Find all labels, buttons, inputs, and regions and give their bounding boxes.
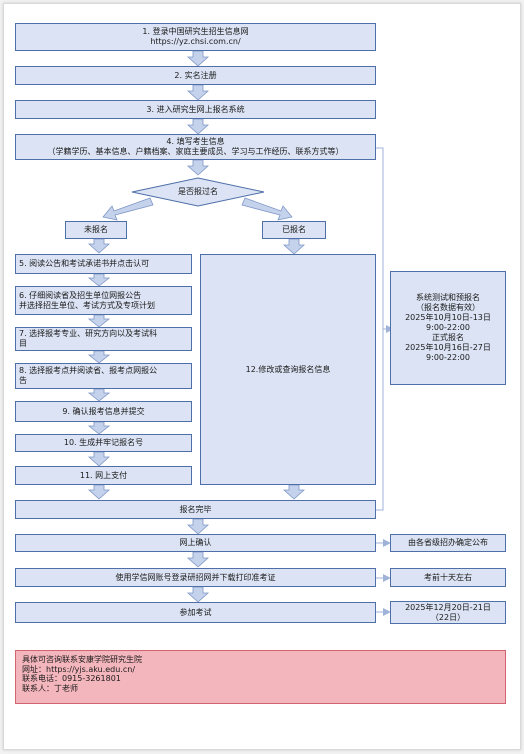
print-ticket-box: 使用学信网账号登录研招网并下载打印准考证 — [15, 568, 376, 587]
step-7-select-major: 7. 选择报考专业、研究方向以及考试科 目 — [15, 327, 192, 351]
confirm-note-box: 由各省级招办确定公布 — [390, 534, 506, 552]
done-label: 报名完毕 — [179, 504, 212, 514]
step-7-label: 7. 选择报考专业、研究方向以及考试科 — [19, 329, 158, 338]
step-2-register: 2. 实名注册 — [15, 66, 376, 85]
contact-website: 网址：https://yjs.aku.edu.cn/ — [22, 664, 136, 674]
schedule-formal-title: 正式报名 — [432, 333, 464, 342]
exam-date-box: 2025年12月20日-21日 （22日） — [390, 601, 506, 624]
exam-label: 参加考试 — [179, 607, 212, 617]
confirm-note-label: 由各省级招办确定公布 — [408, 538, 488, 547]
schedule-pre-title: 系统测试和预报名 — [416, 293, 480, 302]
step-11-payment: 11. 网上支付 — [15, 466, 192, 485]
ticket-note-label: 考前十天左右 — [424, 572, 472, 582]
ticket-note-box: 考前十天左右 — [390, 568, 506, 587]
done-box: 报名完毕 — [15, 500, 376, 519]
step-8-label: 8. 选择报考点并阅读省、报考点网报公 — [19, 366, 158, 375]
contact-title: 具体可咨询联系安康学院研究生院 — [22, 655, 142, 664]
step-1-login: 1. 登录中国研究生招生信息网 https://yz.chsi.com.cn/ — [15, 23, 376, 51]
step-5-label: 5. 阅读公告和考试承诺书并点击认可 — [19, 259, 150, 268]
online-confirm-label: 网上确认 — [179, 538, 212, 547]
schedule-box: 系统测试和预报名 （报名数据有效） 2025年10月10日-13日 9:00-2… — [390, 271, 506, 385]
step-1-url: https://yz.chsi.com.cn/ — [150, 37, 241, 46]
step-3-label: 3. 进入研究生网上报名系统 — [146, 104, 245, 114]
step-4-detail: （学籍学历、基本信息、户籍档案、家庭主要成员、学习与工作经历、联系方式等） — [47, 147, 344, 156]
decision-diamond — [131, 177, 265, 207]
contact-person: 联系人：丁老师 — [22, 683, 78, 693]
step-11-label: 11. 网上支付 — [79, 470, 128, 480]
print-ticket-label: 使用学信网账号登录研招网并下载打印准考证 — [115, 572, 276, 582]
step-6-select-unit: 6. 仔细阅读省及招生单位网报公告 并选择招生单位、考试方式及专项计划 — [15, 286, 192, 315]
step-9-label: 9. 确认报考信息并提交 — [62, 406, 145, 416]
schedule-formal-dates: 2025年10月16日-27日 — [405, 343, 491, 352]
exam-date-label: 2025年12月20日-21日 — [405, 602, 491, 612]
step-1-label: 1. 登录中国研究生招生信息网 — [142, 27, 249, 36]
step-7-detail: 目 — [19, 339, 27, 348]
step-2-label: 2. 实名注册 — [174, 70, 217, 80]
decision-label: 是否报过名 — [178, 187, 218, 196]
step-8-detail: 告 — [19, 376, 27, 385]
step-5-read-notice: 5. 阅读公告和考试承诺书并点击认可 — [15, 254, 192, 274]
step-8-select-site: 8. 选择报考点并阅读省、报考点网报公 告 — [15, 363, 192, 389]
step-6-detail: 并选择招生单位、考试方式及专项计划 — [19, 300, 155, 310]
schedule-pre-note: （报名数据有效） — [416, 303, 480, 312]
schedule-formal-time: 9:00-22:00 — [426, 353, 470, 362]
registered-label: 已报名 — [282, 225, 306, 234]
step-6-label: 6. 仔细阅读省及招生单位网报公告 — [19, 290, 142, 300]
contact-box: 具体可咨询联系安康学院研究生院 网址：https://yjs.aku.edu.c… — [15, 650, 506, 704]
online-confirm-box: 网上确认 — [15, 534, 376, 552]
schedule-pre-time: 9:00-22:00 — [426, 323, 470, 332]
not-registered-label: 未报名 — [84, 225, 108, 234]
step-10-reg-number: 10. 生成并牢记报名号 — [15, 434, 192, 452]
step-12-modify-query: 12.修改或查询报名信息 — [200, 254, 376, 485]
exam-box: 参加考试 — [15, 602, 376, 623]
schedule-pre-dates: 2025年10月10日-13日 — [405, 313, 491, 322]
not-registered-box: 未报名 — [65, 221, 127, 239]
step-4-label: 4. 填写考生信息 — [166, 137, 225, 146]
step-3-enter-system: 3. 进入研究生网上报名系统 — [15, 100, 376, 119]
step-12-label: 12.修改或查询报名信息 — [245, 364, 331, 374]
contact-phone: 联系电话：0915-3261801 — [22, 674, 121, 683]
step-10-label: 10. 生成并牢记报名号 — [63, 438, 144, 447]
registered-box: 已报名 — [262, 221, 326, 239]
step-4-fill-info: 4. 填写考生信息 （学籍学历、基本信息、户籍档案、家庭主要成员、学习与工作经历… — [15, 134, 376, 160]
step-9-confirm: 9. 确认报考信息并提交 — [15, 401, 192, 422]
exam-date-note: （22日） — [430, 612, 466, 622]
